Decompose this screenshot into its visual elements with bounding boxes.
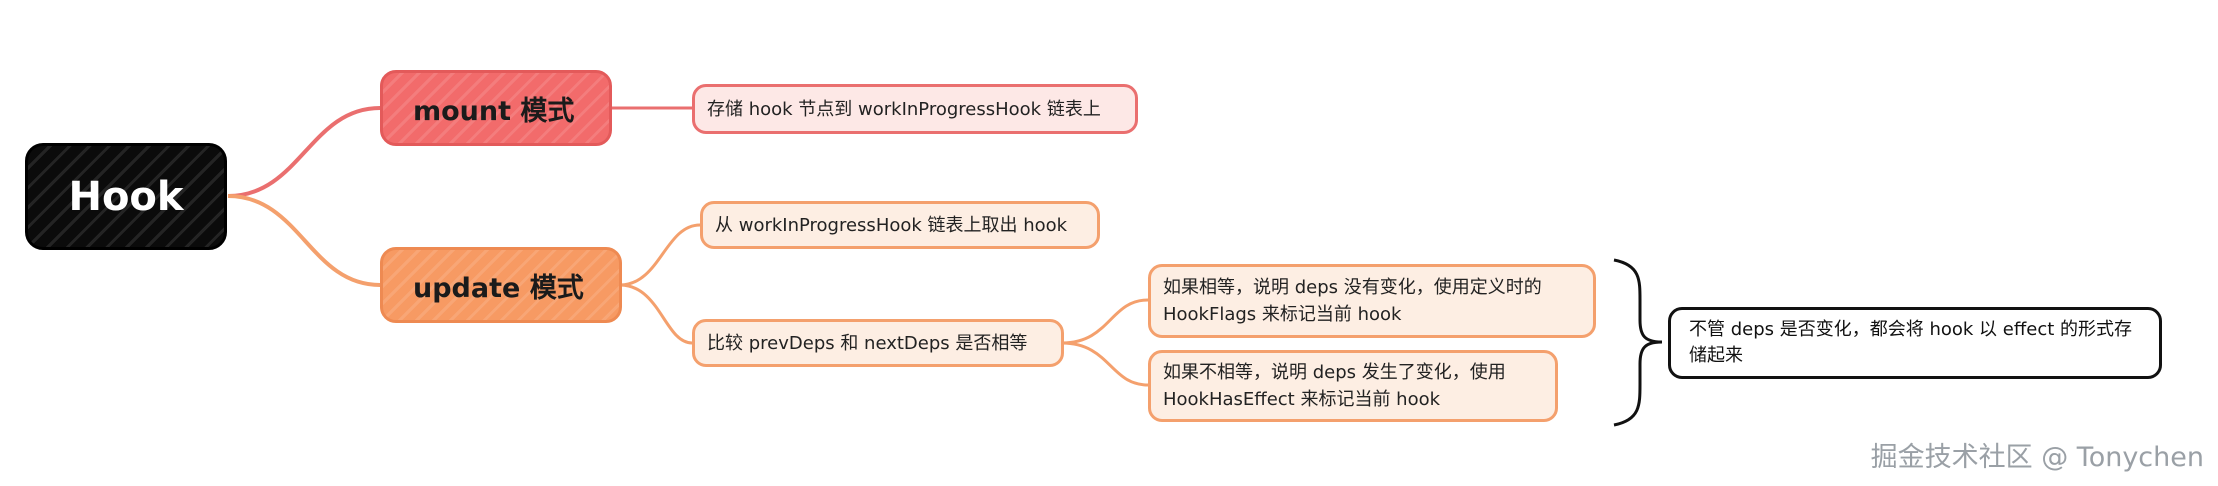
- link-compare-equal: [1061, 298, 1149, 345]
- deps-equal-node[interactable]: 如果相等，说明 deps 没有变化，使用定义时的 HookFlags 来标记当前…: [1148, 264, 1596, 338]
- update-mode-node[interactable]: update 模式: [380, 247, 622, 323]
- link-update-compare: [619, 283, 693, 345]
- mount-mode-node[interactable]: mount 模式: [380, 70, 612, 146]
- link-compare-notequal: [1061, 341, 1149, 387]
- update-compare-deps-node[interactable]: 比较 prevDeps 和 nextDeps 是否相等: [692, 319, 1064, 367]
- effect-summary-node[interactable]: 不管 deps 是否变化，都会将 hook 以 effect 的形式存储起来: [1668, 307, 2162, 379]
- link-update-fetch: [619, 223, 701, 287]
- root-node-hook[interactable]: Hook: [25, 143, 227, 250]
- link-root-mount: [227, 106, 381, 198]
- mount-store-hook-node[interactable]: 存储 hook 节点到 workInProgressHook 链表上: [692, 84, 1138, 134]
- summary-brace: [1613, 258, 1663, 427]
- watermark: 掘金技术社区 @ Tonychen: [1870, 442, 2204, 473]
- update-fetch-hook-node[interactable]: 从 workInProgressHook 链表上取出 hook: [700, 201, 1100, 249]
- deps-not-equal-node[interactable]: 如果不相等，说明 deps 发生了变化，使用 HookHasEffect 来标记…: [1148, 350, 1558, 422]
- link-root-update: [227, 194, 381, 287]
